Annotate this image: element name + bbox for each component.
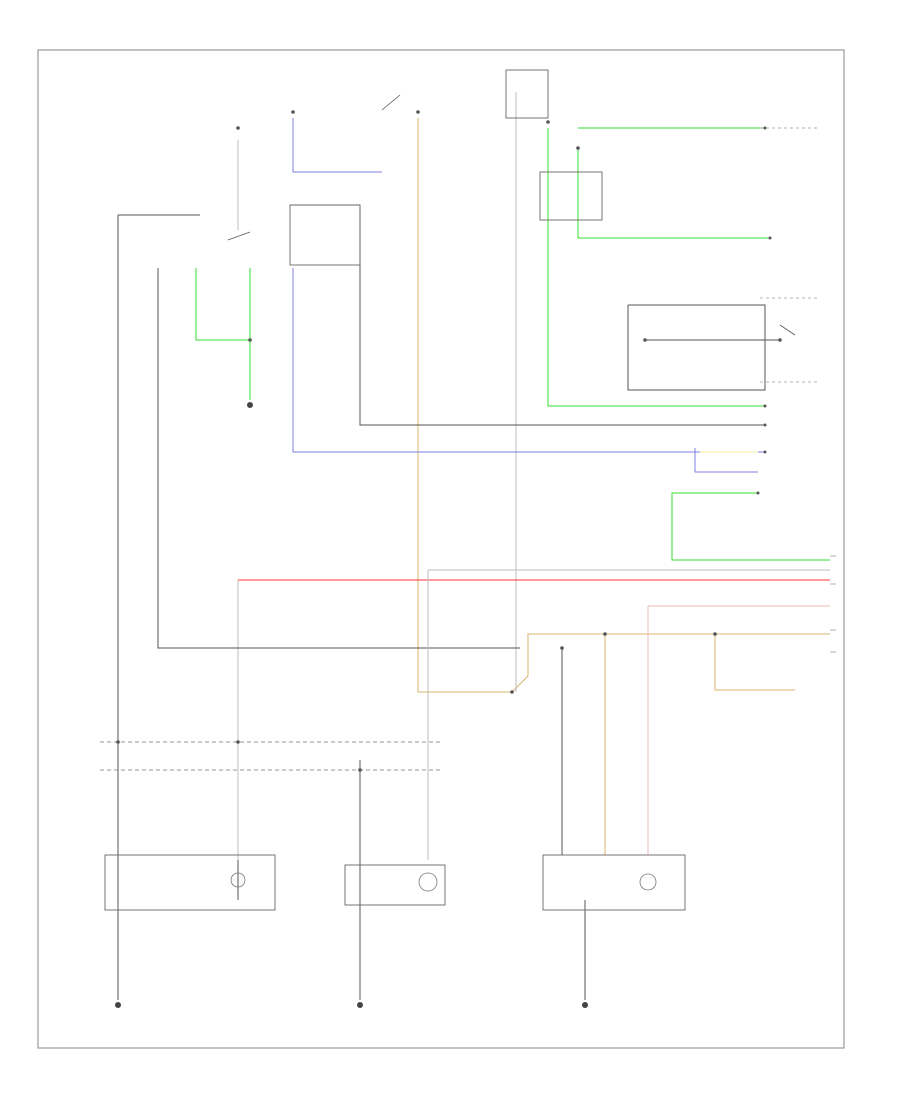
wire-layer (117, 92, 830, 1000)
mid-sensor-box (344, 864, 446, 906)
ground-right-icon (582, 1002, 588, 1008)
wire-green-right (671, 492, 830, 561)
top-fuse-box (505, 69, 549, 119)
wire-green-left (195, 268, 250, 341)
right-sensor-box (542, 854, 686, 911)
ground-mid-icon (357, 1002, 363, 1008)
wire-tan-right (714, 634, 795, 691)
relay-box (289, 204, 361, 266)
decor-layer (116, 94, 836, 892)
wire-tan-main (417, 118, 830, 693)
wire-green-3 (577, 148, 770, 239)
wire-black-630-box (627, 304, 766, 391)
left-sensor-box (104, 854, 276, 911)
control-unit-box (539, 171, 603, 221)
wire-blue-long (292, 268, 765, 453)
wire-black-long (157, 268, 520, 649)
wire-green-1 (547, 128, 765, 407)
connector-layer (100, 741, 440, 771)
wire-blue-short (694, 448, 758, 473)
component-layer (104, 69, 686, 911)
wire-blue-top (292, 118, 382, 173)
wire-black-360 (359, 205, 765, 426)
ground-left-icon (115, 1002, 121, 1008)
diagram-frame (37, 49, 845, 1049)
ground-layer (115, 402, 588, 1008)
ground-top-icon (247, 402, 253, 408)
